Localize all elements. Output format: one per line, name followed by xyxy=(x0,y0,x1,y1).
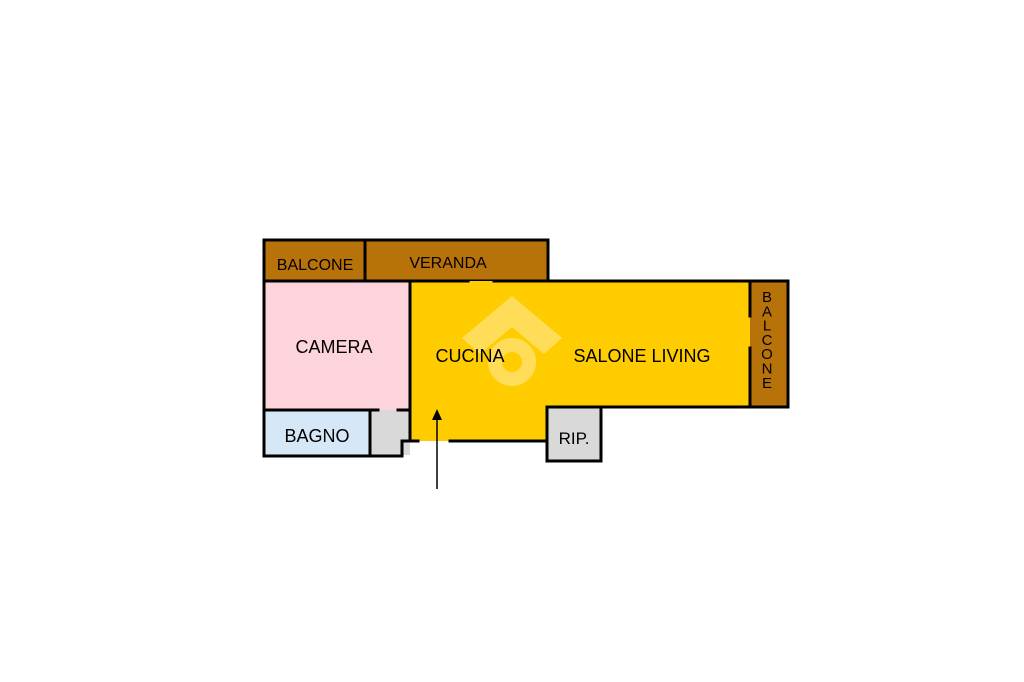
balcone-side-area xyxy=(750,281,787,407)
house-logo-watermark-icon xyxy=(462,296,562,386)
balcony-veranda-strip xyxy=(262,238,550,283)
camera-label: CAMERA xyxy=(295,337,372,357)
bagno-area xyxy=(264,410,370,455)
cucina-area xyxy=(410,281,547,441)
veranda-area xyxy=(365,241,547,281)
bagno-label: BAGNO xyxy=(284,426,349,446)
balcone-side-label: BALCONE xyxy=(761,289,773,392)
salone-area xyxy=(547,281,750,407)
balcone-top-label: BALCONE xyxy=(277,257,353,274)
entrance-arrow-icon xyxy=(432,409,442,489)
balcone-side-letter: E xyxy=(762,375,772,392)
balcone-top-area xyxy=(264,241,365,281)
ripostiglio-area xyxy=(547,407,600,461)
closet-area xyxy=(370,410,410,455)
balcone-side-letter: C xyxy=(762,332,773,349)
salone-label: SALONE LIVING xyxy=(573,346,710,366)
balcone-side-letter: N xyxy=(762,361,773,378)
balcone-side-letter: B xyxy=(762,289,772,306)
camera-area xyxy=(264,281,410,410)
veranda-label: VERANDA xyxy=(409,255,487,272)
walls xyxy=(262,279,790,463)
cucina-label: CUCINA xyxy=(435,346,504,366)
balcone-side-letter: L xyxy=(763,318,771,335)
ripostiglio-label: RIP. xyxy=(559,429,590,448)
balcone-side-letter: A xyxy=(762,303,772,320)
balcone-side-letter: O xyxy=(761,346,773,363)
